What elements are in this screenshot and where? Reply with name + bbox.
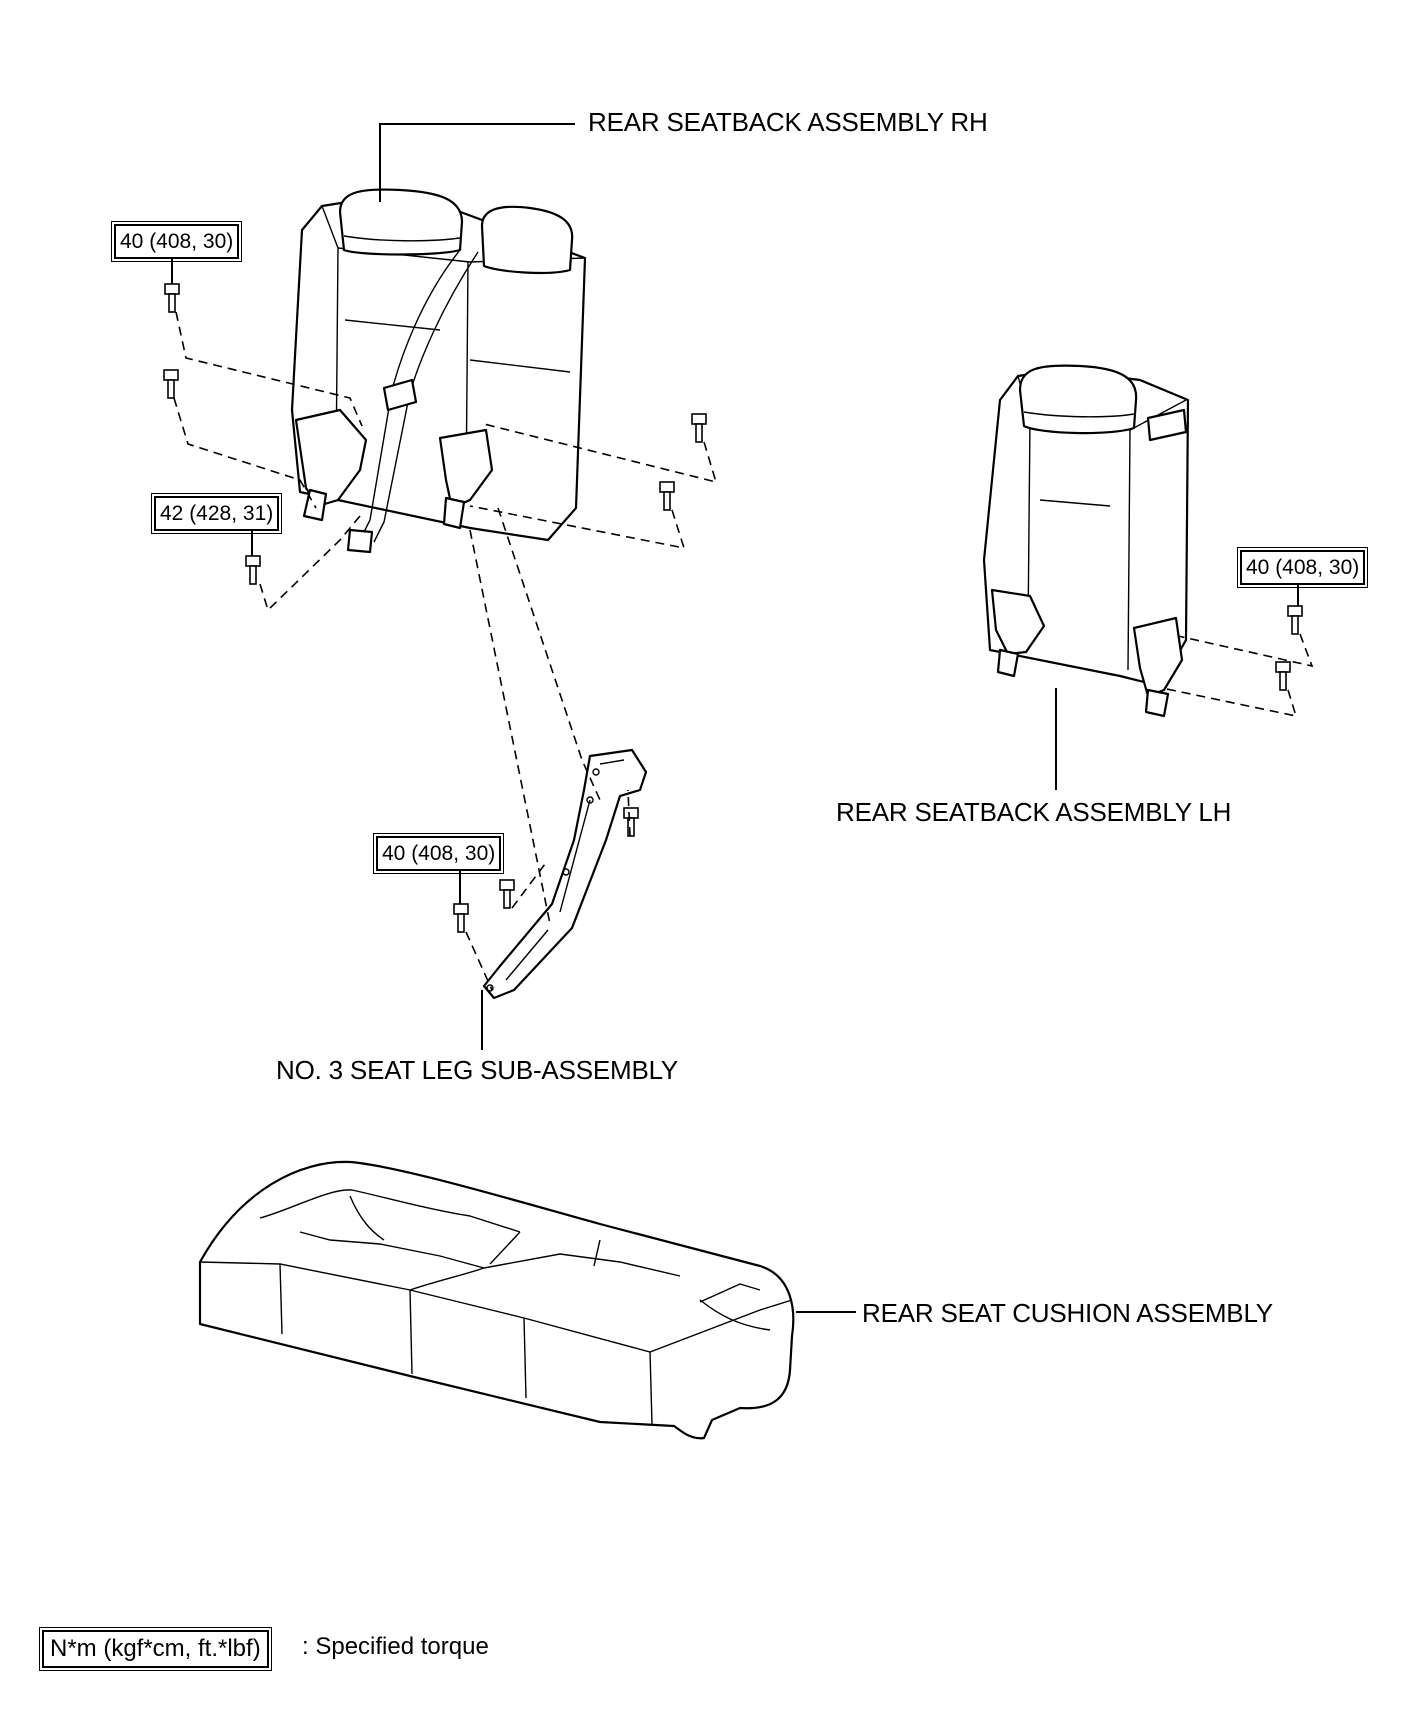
- bolt: [1275, 661, 1291, 691]
- bolt: [499, 879, 515, 909]
- rear-seat-cushion-label: REAR SEAT CUSHION ASSEMBLY: [862, 1298, 1273, 1328]
- bolt: [691, 413, 707, 443]
- rear-seatback-rh-drawing: [290, 188, 587, 554]
- bolt: [623, 807, 639, 837]
- no3-seat-leg-drawing: [482, 748, 648, 1000]
- bolt: [453, 903, 469, 933]
- no3-seat-leg-label: NO. 3 SEAT LEG SUB-ASSEMBLY: [276, 1055, 679, 1085]
- bolt: [659, 481, 675, 511]
- legend-torque-unit-box: N*m (kgf*cm, ft.*lbf): [39, 1627, 272, 1671]
- bolt: [1287, 605, 1303, 635]
- torque-spec-rh-upper: 40 (408, 30): [110, 221, 243, 262]
- rear-seatback-rh-label: REAR SEATBACK ASSEMBLY RH: [588, 107, 988, 137]
- alignment-lines: [173, 311, 1314, 991]
- torque-spec-lh: 40 (408, 30): [1236, 547, 1369, 588]
- torque-spec-seat-leg: 40 (408, 30): [372, 833, 505, 874]
- rear-seat-cushion-drawing: [198, 1160, 795, 1440]
- rear-seatback-lh-label: REAR SEATBACK ASSEMBLY LH: [836, 797, 1232, 827]
- rear-seatback-lh-drawing: [982, 364, 1190, 718]
- legend-torque-text: : Specified torque: [302, 1633, 489, 1660]
- bolt: [245, 555, 261, 585]
- torque-spec-rh-lower: 42 (428, 31): [150, 493, 283, 534]
- bolt: [163, 369, 179, 399]
- leader-lines: [171, 123, 1299, 1313]
- bolt: [164, 283, 180, 313]
- bolts: [163, 283, 1303, 933]
